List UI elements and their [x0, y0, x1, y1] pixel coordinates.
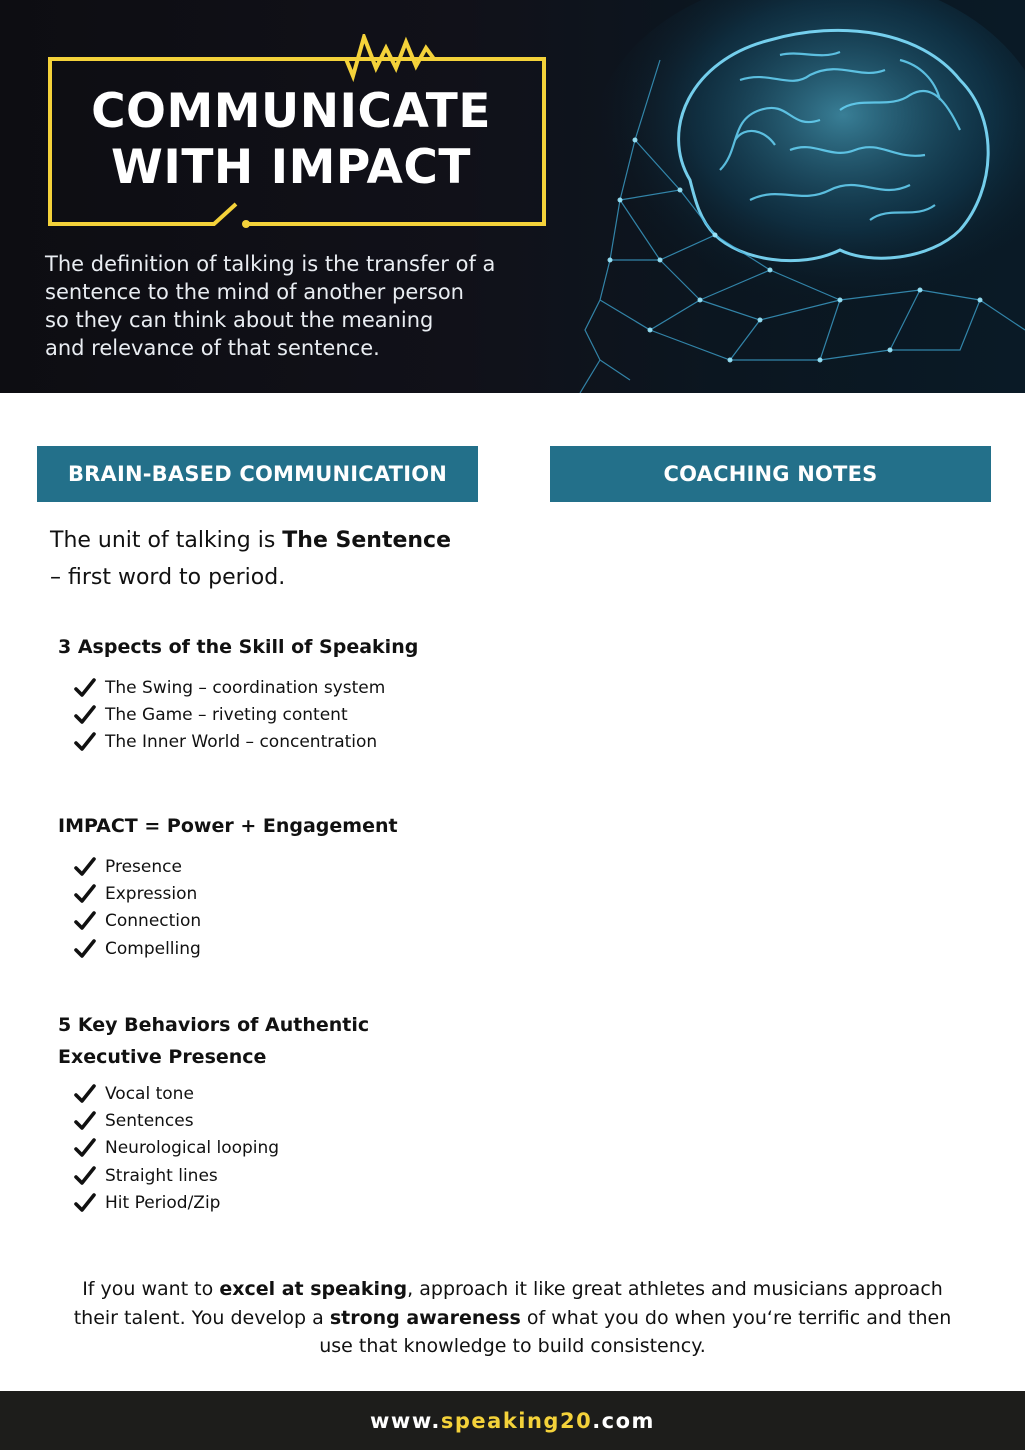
check-icon: [74, 1193, 96, 1212]
check-icon: [74, 1138, 96, 1158]
list-item: Compelling: [74, 935, 201, 962]
checklist-impact: Presence Expression Connection Compellin…: [74, 853, 201, 962]
list-item: Straight lines: [74, 1162, 279, 1189]
group-title-behaviors: 5 Key Behaviors of Authentic Executive P…: [58, 1009, 478, 1073]
list-item: The Game – riveting content: [74, 701, 385, 728]
brain-illustration: [579, 0, 1025, 393]
closing-quote: If you want to excel at speaking, approa…: [60, 1275, 965, 1361]
list-item: Neurological looping: [74, 1135, 279, 1162]
check-icon: [74, 1083, 96, 1103]
check-icon: [74, 1165, 96, 1185]
title-line-1: COMMUNICATE: [91, 84, 491, 139]
checklist-behaviors: Vocal tone Sentences Neurological loopin…: [74, 1080, 279, 1216]
check-icon: [74, 732, 96, 752]
list-item: Vocal tone: [74, 1080, 279, 1107]
page-title: COMMUNICATE WITH IMPACT: [48, 84, 534, 196]
title-line-2: WITH IMPACT: [111, 140, 471, 195]
group-title-line: Executive Presence: [58, 1046, 267, 1068]
list-item: The Inner World – concentration: [74, 729, 385, 756]
unit-suffix: – first word to period.: [50, 565, 286, 590]
check-icon: [74, 677, 96, 697]
list-item-label: Connection: [105, 911, 202, 932]
list-item: Sentences: [74, 1107, 279, 1134]
checklist-aspects: The Swing – coordination system The Game…: [74, 674, 385, 756]
list-item: Hit Period/Zip: [74, 1189, 279, 1216]
intro-line: sentence to the mind of another person: [45, 280, 464, 304]
list-item-label: The Game – riveting content: [105, 704, 348, 725]
list-item-label: The Swing – coordination system: [105, 677, 386, 698]
check-icon: [74, 856, 96, 876]
quote-text: If you want to: [82, 1278, 220, 1300]
quote-emphasis: strong awareness: [329, 1306, 521, 1329]
list-item-label: Sentences: [105, 1110, 194, 1131]
group-title-aspects: 3 Aspects of the Skill of Speaking: [58, 636, 419, 658]
group-title-impact: IMPACT = Power + Engagement: [58, 815, 398, 837]
intro-paragraph: The definition of talking is the transfe…: [45, 250, 545, 362]
section-brain-based-communication: BRAIN-BASED COMMUNICATION: [37, 446, 478, 502]
list-item-label: Compelling: [105, 938, 201, 959]
quote-text: of what you do when you‘re terrific and …: [319, 1306, 952, 1358]
intro-line: so they can think about the meaning: [45, 308, 434, 332]
list-item-label: Expression: [105, 883, 198, 904]
list-item-label: Hit Period/Zip: [105, 1192, 221, 1213]
check-icon: [74, 705, 96, 724]
list-item: Presence: [74, 853, 201, 880]
group-title-line: 5 Key Behaviors of Authentic: [58, 1014, 370, 1036]
list-item: The Swing – coordination system: [74, 674, 385, 701]
check-icon: [74, 938, 96, 958]
unit-statement: The unit of talking is The Sentence – fi…: [50, 522, 480, 596]
list-item: Expression: [74, 880, 201, 907]
url-prefix: www.: [370, 1408, 441, 1433]
quote-text: , approach it like great athletes and mu…: [73, 1278, 943, 1329]
list-item-label: Straight lines: [105, 1165, 218, 1186]
list-item: Connection: [74, 908, 201, 935]
title-frame: [48, 34, 546, 228]
check-icon: [74, 911, 96, 931]
intro-line: and relevance of that sentence.: [45, 336, 380, 360]
url-suffix: .com: [592, 1408, 655, 1433]
url-brand: speaking20: [440, 1408, 593, 1433]
unit-emphasis: The Sentence: [282, 528, 452, 553]
footer-bar: www.speaking20.com: [0, 1391, 1025, 1450]
quote-emphasis: excel at speaking: [219, 1278, 408, 1300]
list-item-label: Vocal tone: [105, 1083, 194, 1104]
check-icon: [74, 1111, 96, 1130]
section-coaching-notes: COACHING NOTES: [550, 446, 991, 502]
intro-line: The definition of talking is the transfe…: [45, 252, 496, 276]
list-item-label: Neurological looping: [105, 1138, 280, 1159]
unit-prefix: The unit of talking is: [50, 528, 283, 553]
check-icon: [74, 884, 96, 903]
website-link[interactable]: www.speaking20.com: [370, 1409, 655, 1433]
list-item-label: The Inner World – concentration: [105, 732, 378, 753]
header-banner: COMMUNICATE WITH IMPACT The definition o…: [0, 0, 1025, 393]
list-item-label: Presence: [105, 856, 182, 877]
